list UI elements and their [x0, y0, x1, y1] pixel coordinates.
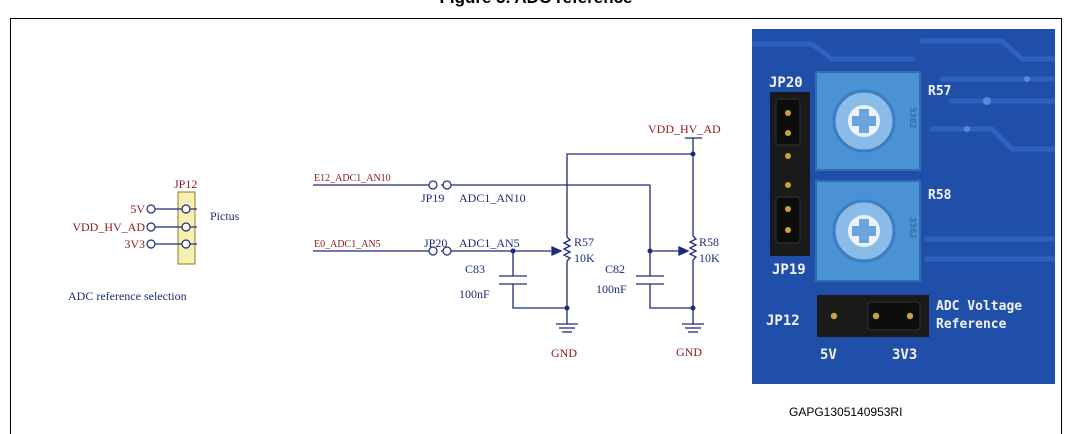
jumper-pins: [428, 180, 452, 256]
jp12-pin-3: [181, 239, 191, 249]
pictus-label: Pictus: [210, 209, 240, 223]
pcb-jp20-header: [770, 92, 810, 172]
pcb-reference-label: Reference: [936, 317, 1007, 332]
adc1-an10-label: ADC1_AN10: [459, 191, 526, 205]
figure-frame: [10, 18, 1062, 434]
jp19-pin-b: [442, 180, 452, 190]
pcb-3v3-label: 3V3: [892, 347, 917, 363]
pcb-5v-label: 5V: [820, 347, 837, 363]
r58-ref-label: R58: [699, 235, 719, 249]
net-an5-label: E0_ADC1_AN5: [314, 239, 381, 250]
pcb-r58-pot: [815, 180, 921, 282]
vdd-hv-ad-label: VDD_HV_AD: [648, 122, 721, 136]
adc1-an5-label: ADC1_AN5: [459, 236, 520, 250]
c83-value-label: 100nF: [459, 287, 490, 301]
figure-title: Figure 5. ADC reference: [0, 0, 1072, 8]
jp19-pin-a: [428, 180, 438, 190]
adc-ref-caption: ADC reference selection: [68, 289, 187, 303]
gnd-label-1: GND: [551, 346, 577, 360]
pcb-jp19-label: JP19: [772, 262, 806, 278]
jp20-pin-a: [428, 246, 438, 256]
c82-value-label: 100nF: [596, 282, 627, 296]
pin-5v-label: 5V: [130, 202, 145, 216]
net-an10-label: E12_ADC1_AN10: [314, 173, 391, 184]
pcb-r57-pot: [815, 71, 921, 171]
c82-ref-label: C82: [605, 262, 625, 276]
gnd-label-2: GND: [676, 345, 702, 359]
jp20-label: JP20: [424, 236, 447, 250]
r57-value-label: 10K: [574, 251, 595, 265]
pcb-jp19-header: [770, 172, 810, 256]
c83-ref-label: C83: [465, 262, 485, 276]
r57-marking: 3362: [907, 107, 917, 129]
jp20-pin-b: [442, 246, 452, 256]
r58-value-label: 10K: [699, 251, 720, 265]
pin-3v3-label: 3V3: [124, 237, 145, 251]
pin-vdd-hv-ad-label: VDD_HV_AD: [72, 220, 145, 234]
jp19-label: JP19: [421, 191, 444, 205]
r57-ref-label: R57: [574, 235, 594, 249]
jp12-pin-2: [181, 222, 191, 232]
pcb-photo: JP20 R57 R58 JP19 JP12 ADC Voltage Refer…: [752, 29, 1055, 384]
pcb-r57-label: R57: [928, 84, 951, 99]
jp12-pin-1: [181, 204, 191, 214]
pcb-jp12-label: JP12: [766, 313, 800, 329]
pcb-jp20-label: JP20: [769, 75, 803, 91]
jp12-ref-label: JP12: [174, 177, 197, 191]
jp12-schematic: JP12 5V VDD_HV_AD 3V3 Pictus ADC referen…: [68, 177, 240, 303]
junction-dots: [510, 151, 696, 311]
pcb-r58-label: R58: [928, 188, 952, 203]
schematic-labels: VDD_HV_AD E12_ADC1_AN10 E0_ADC1_AN5 JP19…: [314, 122, 721, 360]
figure-reference-code: GAPG1305140953RI: [789, 405, 902, 419]
r58-marking: 3362: [907, 217, 917, 239]
pcb-adc-voltage-label: ADC Voltage: [936, 299, 1022, 314]
pcb-jp12-header: [817, 295, 929, 337]
adc-circuit-schematic: [313, 137, 704, 333]
